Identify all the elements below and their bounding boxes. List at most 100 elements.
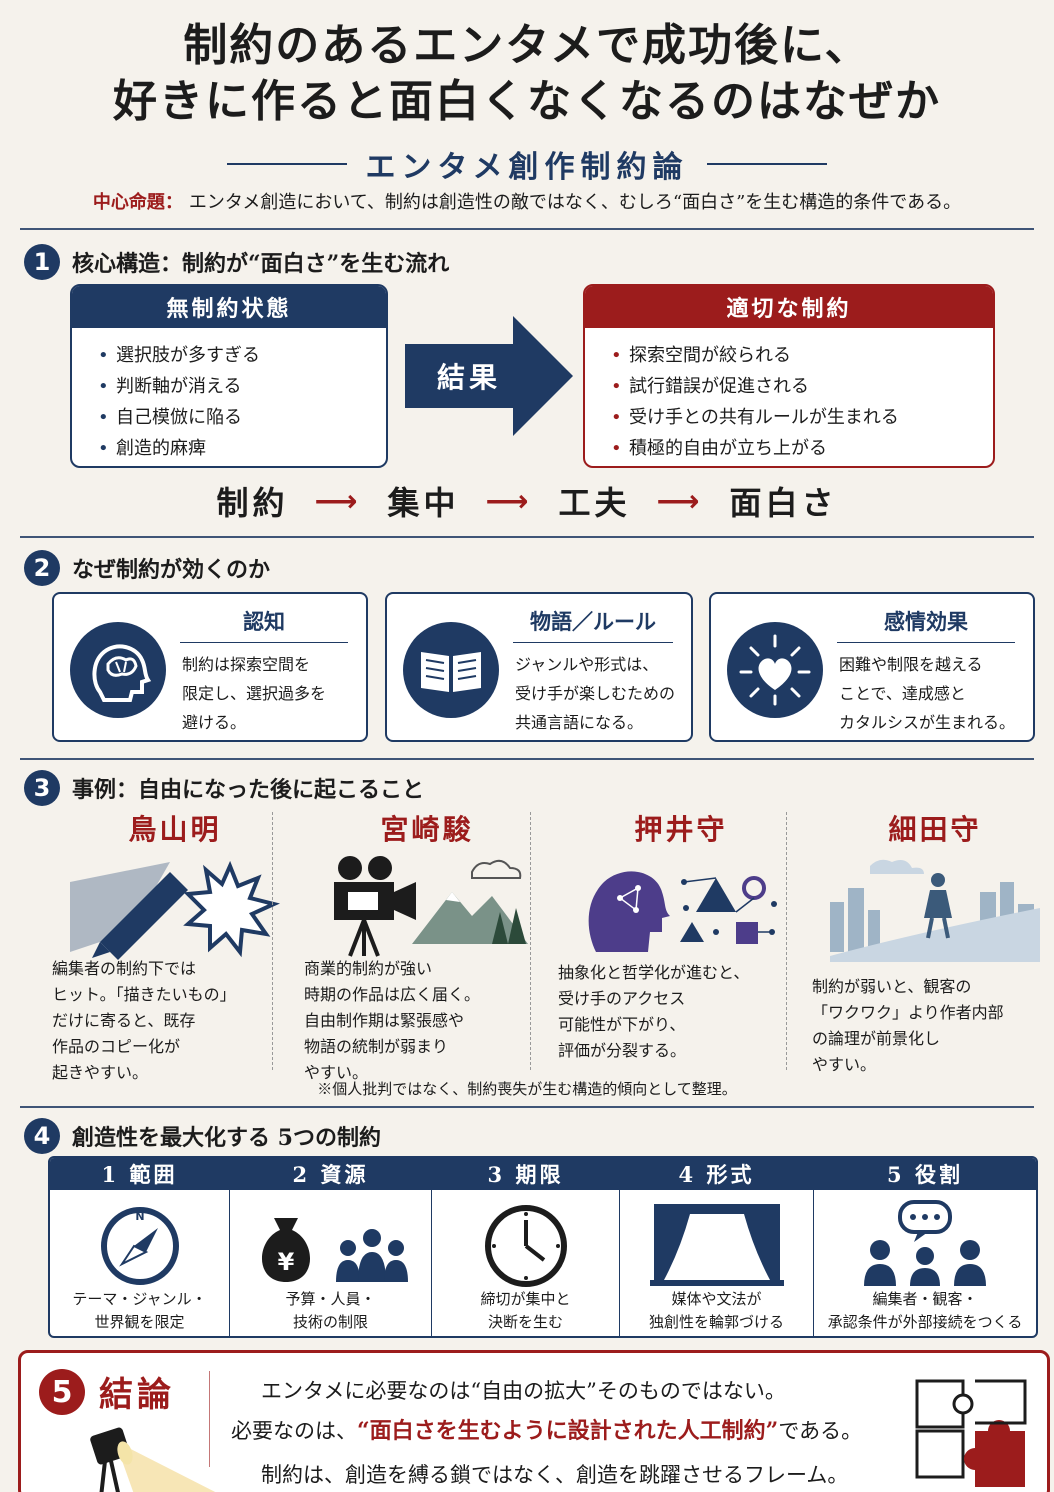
flow-arrow-icon: ⟶: [314, 483, 362, 519]
flow-arrow-icon: ⟶: [485, 483, 533, 519]
case-hosoda: 細田守 制約が弱いと、観客の 「ワクワク」より作者内部 の論理が前景化し やすい…: [810, 808, 1054, 1080]
card-line: 共通言語になる。: [515, 713, 644, 732]
city-girl-walking-icon: [830, 852, 1040, 962]
subtitle-row: エンタメ創作制約論: [0, 142, 1054, 186]
list-item: 判断軸が消える: [98, 371, 386, 402]
section2-heading: 2 なぜ制約が効くのか: [24, 550, 270, 586]
constraint-label: 4 形式: [620, 1158, 813, 1190]
card-title: 認知: [180, 606, 348, 643]
case-divider: [272, 812, 273, 1070]
card-line: カタルシスが生まれる。: [839, 713, 1016, 732]
card-line: 受け手が楽しむための: [515, 684, 676, 703]
title-line-1: 制約のあるエンタメで成功後に、: [183, 20, 871, 71]
fountain-pen-burst-icon: [70, 852, 281, 962]
thesis-label: 中心命題：: [92, 192, 183, 213]
case-oshii: 押井守 抽象化と哲学化が進むと、 受け手のアクセス 可能性が下がり、 評価が分裂…: [556, 808, 806, 1080]
arrow-shaft: [405, 344, 515, 408]
constraint-desc: 媒体や文法が独創性を輪郭づける: [648, 1290, 784, 1331]
puzzle-pieces-icon: [913, 1377, 1033, 1492]
brain-head-icon: [70, 622, 166, 718]
flow-step: 面白さ: [729, 484, 838, 522]
constraint-desc: テーマ・ジャンル・世界観を限定: [72, 1290, 207, 1331]
card-line: ジャンルや形式は、: [515, 655, 659, 674]
flow-arrow-icon: ⟶: [656, 483, 704, 519]
constraint-desc: 締切が集中と決断を生む: [480, 1290, 571, 1331]
case-name: 鳥山明: [128, 813, 222, 846]
thesis-text: エンタメ創造において、制約は創造性の敵ではなく、むしろ“面白さ”を生む構造的条件…: [188, 192, 962, 213]
constraint-scope: 1 範囲 N テーマ・ジャンル・世界観を限定: [50, 1158, 230, 1336]
case-name: 細田守: [888, 813, 982, 846]
unconstrained-title: 無制約状態: [72, 286, 386, 328]
card-body: 制約は探索空間を 限定し、選択過多を 避ける。: [182, 650, 358, 737]
card-line: ことで、達成感と: [839, 684, 966, 703]
result-arrow: 結果: [405, 316, 573, 436]
subtitle: エンタメ創作制約論: [365, 150, 689, 185]
reason-card-story: 物語／ルール ジャンルや形式は、 受け手が楽しむための 共通言語になる。: [385, 592, 693, 742]
card-body: ジャンルや形式は、 受け手が楽しむための 共通言語になる。: [515, 650, 683, 737]
thesis: 中心命題：エンタメ創造において、制約は創造性の敵ではなく、むしろ“面白さ”を生む…: [0, 188, 1054, 214]
case-divider: [786, 812, 787, 1070]
subtitle-rule-left: [227, 163, 348, 165]
constraint-deadline: 3 期限 締切が集中と決断を生む: [432, 1158, 620, 1336]
theater-stage-icon: [620, 1200, 813, 1288]
section5-number: 5: [39, 1369, 85, 1415]
list-item: 受け手との共有ルールが生まれる: [611, 402, 993, 433]
section4-heading: 4 創造性を最大化する 5つの制約: [24, 1118, 381, 1154]
divider: [20, 758, 1034, 760]
case-name: 宮崎駿: [380, 813, 474, 846]
constraint-desc: 編集者・観客・承認条件が外部接続をつくる: [827, 1290, 1023, 1331]
section1-number: 1: [24, 244, 60, 280]
abstract-head-shapes-icon: [576, 852, 786, 962]
card-line: 困難や制限を越える: [839, 655, 983, 674]
section3-number: 3: [24, 770, 60, 806]
proper-constraint-box: 適切な制約 探索空間が絞られる 試行錯誤が促進される 受け手との共有ルールが生ま…: [583, 284, 995, 468]
radiant-heart-icon: [727, 622, 823, 718]
list-item: 試行錯誤が促進される: [611, 371, 993, 402]
case-text: 制約が弱いと、観客の 「ワクワク」より作者内部 の論理が前景化し やすい。: [812, 977, 1004, 1074]
list-item: 積極的自由が立ち上がる: [611, 433, 993, 464]
constraint-roles: 5 役割 編集者・観客・承認条件が外部接続をつくる: [814, 1158, 1036, 1336]
proper-constraint-title: 適切な制約: [585, 286, 993, 328]
flow-step: 工夫: [558, 484, 631, 522]
subtitle-rule-right: [706, 163, 827, 165]
card-line: 避ける。: [182, 713, 247, 732]
arrow-head-icon: [513, 316, 573, 436]
constraint-desc: 予算・人員・技術の制限: [285, 1290, 376, 1331]
conclusion-emphasis: “面白さを生むように設計された人工制約”: [357, 1418, 779, 1444]
section2-number: 2: [24, 550, 60, 586]
film-camera-mountains-icon: [322, 852, 532, 962]
section2-title: なぜ制約が効くのか: [72, 557, 271, 583]
svg-text:N: N: [135, 1210, 144, 1223]
section4-title: 創造性を最大化する 5つの制約: [72, 1125, 381, 1151]
case-divider: [530, 812, 531, 1070]
card-title: 感情効果: [837, 606, 1015, 643]
constraints-table: 1 範囲 N テーマ・ジャンル・世界観を限定 2 資源 ¥: [48, 1156, 1038, 1338]
group-chat-icon: [814, 1200, 1036, 1288]
conclusion-divider: [209, 1371, 210, 1467]
constraint-label: 1 範囲: [50, 1158, 229, 1190]
case-miyazaki: 宮崎駿 商業的制約が強い 時期の作品は広く届く。 自由制作期は緊張感や 物語の統…: [302, 808, 552, 1082]
card-body: 困難や制限を越える ことで、達成感と カタルシスが生まれる。: [839, 650, 1025, 737]
divider: [20, 228, 1034, 230]
case-text: 編集者の制約下では ヒット。「描きたいもの」 だけに寄ると、既存 作品のコピー化…: [52, 959, 236, 1082]
divider: [20, 536, 1034, 538]
conclusion-line-2: 必要なのは、“面白さを生むように設計された人工制約”である。: [231, 1418, 863, 1444]
section1-heading: 1 核心構造：制約が“面白さ”を生む流れ: [24, 244, 449, 280]
case-text: 商業的制約が強い 時期の作品は広く届く。 自由制作期は緊張感や 物語の統制が弱ま…: [304, 959, 481, 1082]
card-title: 物語／ルール: [513, 606, 673, 643]
flow-step: 制約: [216, 484, 289, 522]
conclusion-line-3: 制約は、創造を縛る鎖ではなく、創造を跳躍させるフレーム。: [261, 1463, 849, 1487]
conclusion-label: 結論: [99, 1375, 175, 1415]
proper-constraint-list: 探索空間が絞られる 試行錯誤が促進される 受け手との共有ルールが生まれる 積極的…: [585, 328, 993, 464]
money-bag-people-icon: ¥: [230, 1200, 431, 1288]
unconstrained-box: 無制約状態 選択肢が多すぎる 判断軸が消える 自己模倣に陥る 創造的麻痺: [70, 284, 388, 468]
list-item: 創造的麻痺: [98, 433, 386, 464]
section4-number: 4: [24, 1118, 60, 1154]
conclusion-box: 5 結論 エンタメに必要なのは“自由の拡大”そのものではない。 必要なのは、“面…: [18, 1350, 1050, 1492]
title-line-2: 好きに作ると面白くなくなるのはなぜか: [113, 76, 941, 127]
result-label: 結果: [436, 361, 501, 394]
open-book-icon: [403, 622, 499, 718]
constraint-label: 3 期限: [432, 1158, 619, 1190]
card-line: 限定し、選択過多を: [182, 684, 327, 703]
case-toriyama: 鳥山明 編集者の制約下では ヒット。「描きたいもの」 だけに寄ると、既存 作品の…: [50, 808, 300, 1082]
